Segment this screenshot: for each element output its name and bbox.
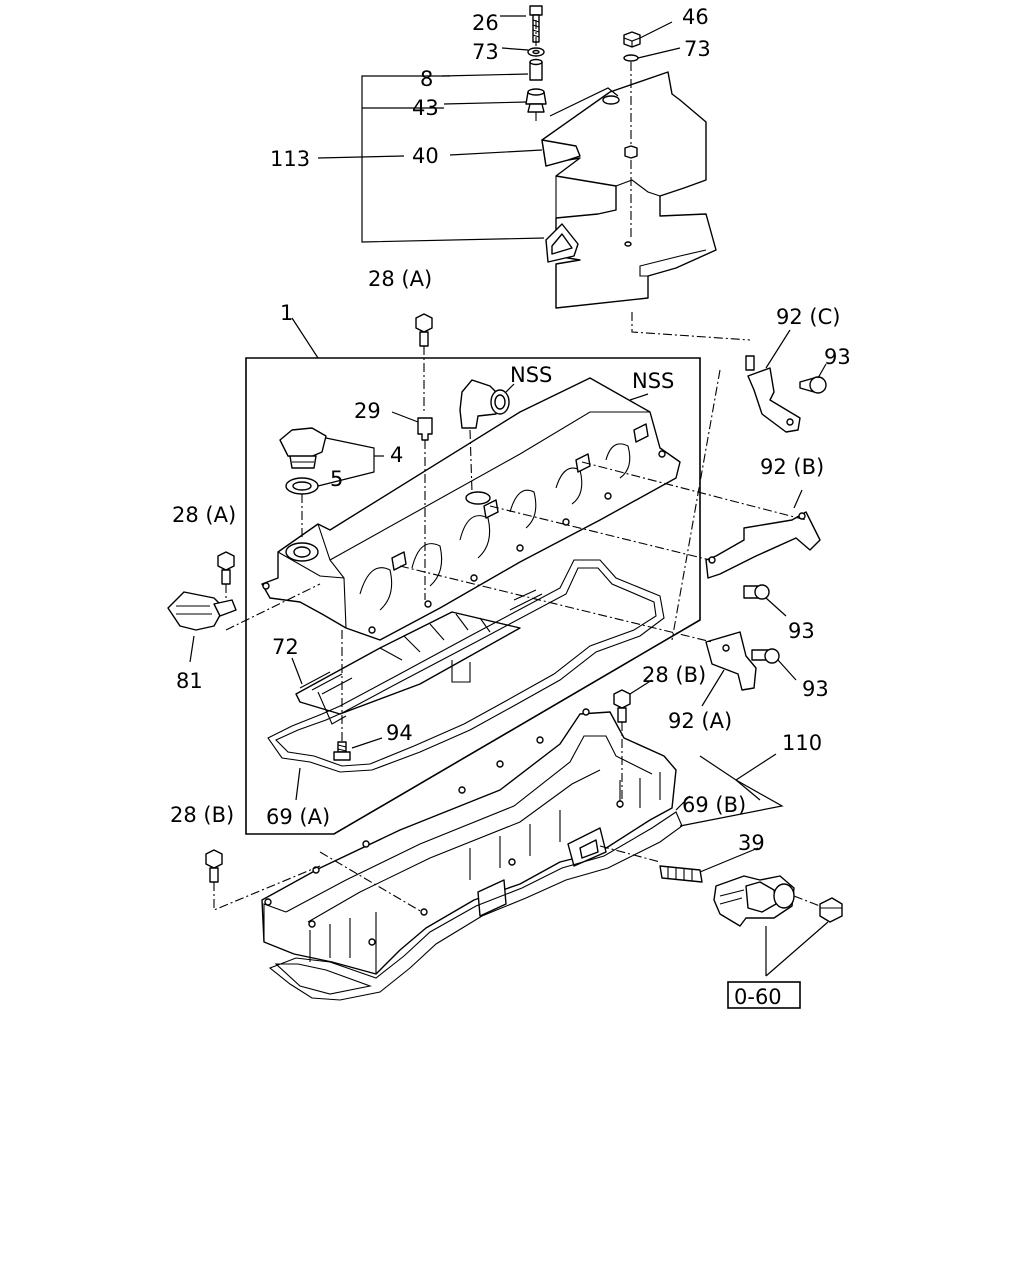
cover-frame-110: [261, 708, 677, 975]
cylinder-head-cover: [261, 377, 681, 641]
label-94: 94: [386, 721, 413, 745]
label-110: 110: [782, 731, 822, 755]
label-43: 43: [412, 96, 439, 120]
gasket-69a: [267, 559, 665, 773]
label-28a-top: 28 (A): [368, 267, 432, 291]
label-93-top: 93: [824, 345, 851, 369]
group-frame-1: [245, 357, 701, 835]
label-92c: 92 (C): [776, 305, 840, 329]
label-40: 40: [412, 144, 439, 168]
bolt-94: [333, 741, 351, 761]
label-92b: 92 (B): [760, 455, 824, 479]
bracket-92b: [705, 511, 821, 579]
label-1: 1: [280, 301, 293, 325]
label-ref-0-60: 0-60: [734, 985, 782, 1009]
sensor-housing: [713, 875, 795, 927]
nut-46: [623, 31, 641, 48]
grommet-43: [525, 88, 547, 113]
label-73-left: 73: [472, 40, 499, 64]
label-69b: 69 (B): [682, 793, 746, 817]
baffle-plate-72: [295, 611, 521, 725]
label-113: 113: [270, 147, 310, 171]
label-93-mid: 93: [788, 619, 815, 643]
stud-on-bracket-92c: [745, 355, 755, 371]
clip-81: [167, 591, 237, 631]
label-nss-elbow: NSS: [510, 363, 552, 387]
collar-8: [529, 58, 543, 81]
label-29: 29: [354, 399, 381, 423]
bracket-92c: [747, 367, 801, 433]
connector-plug: [819, 897, 843, 923]
bolt-28b-left: [205, 849, 223, 883]
washer-73-right: [623, 54, 639, 62]
label-39: 39: [738, 831, 765, 855]
bolt-28b-mid: [613, 689, 631, 723]
label-46: 46: [682, 5, 709, 29]
label-nss-cover: NSS: [632, 369, 674, 393]
label-72: 72: [272, 635, 299, 659]
label-28b-mid: 28 (B): [642, 663, 706, 687]
breather-elbow-nss: [459, 379, 510, 429]
collar-29: [417, 417, 433, 441]
label-73-right: 73: [684, 37, 711, 61]
label-4: 4: [390, 443, 403, 467]
bracket-92a: [705, 631, 757, 691]
bolt-28a-left: [217, 551, 235, 585]
label-28b-left: 28 (B): [170, 803, 234, 827]
heat-shield-40: [541, 71, 717, 309]
label-8: 8: [420, 67, 433, 91]
label-92a: 92 (A): [668, 709, 732, 733]
bolt-28a-top: [415, 313, 433, 347]
oil-filler-cap-4: [279, 427, 327, 469]
bolt-93-top: [799, 376, 827, 394]
label-81: 81: [176, 669, 203, 693]
bolt-93-low: [751, 648, 780, 664]
label-69a: 69 (A): [266, 805, 330, 829]
seal-ring-5: [285, 477, 319, 495]
stud-on-shield: [624, 145, 638, 159]
bolt-93-mid: [743, 584, 770, 600]
reference-box-0-60: [727, 981, 801, 1009]
label-28a-left: 28 (A): [172, 503, 236, 527]
label-5: 5: [330, 467, 343, 491]
stud-39: [659, 865, 703, 883]
label-26: 26: [472, 11, 499, 35]
label-93-low: 93: [802, 677, 829, 701]
